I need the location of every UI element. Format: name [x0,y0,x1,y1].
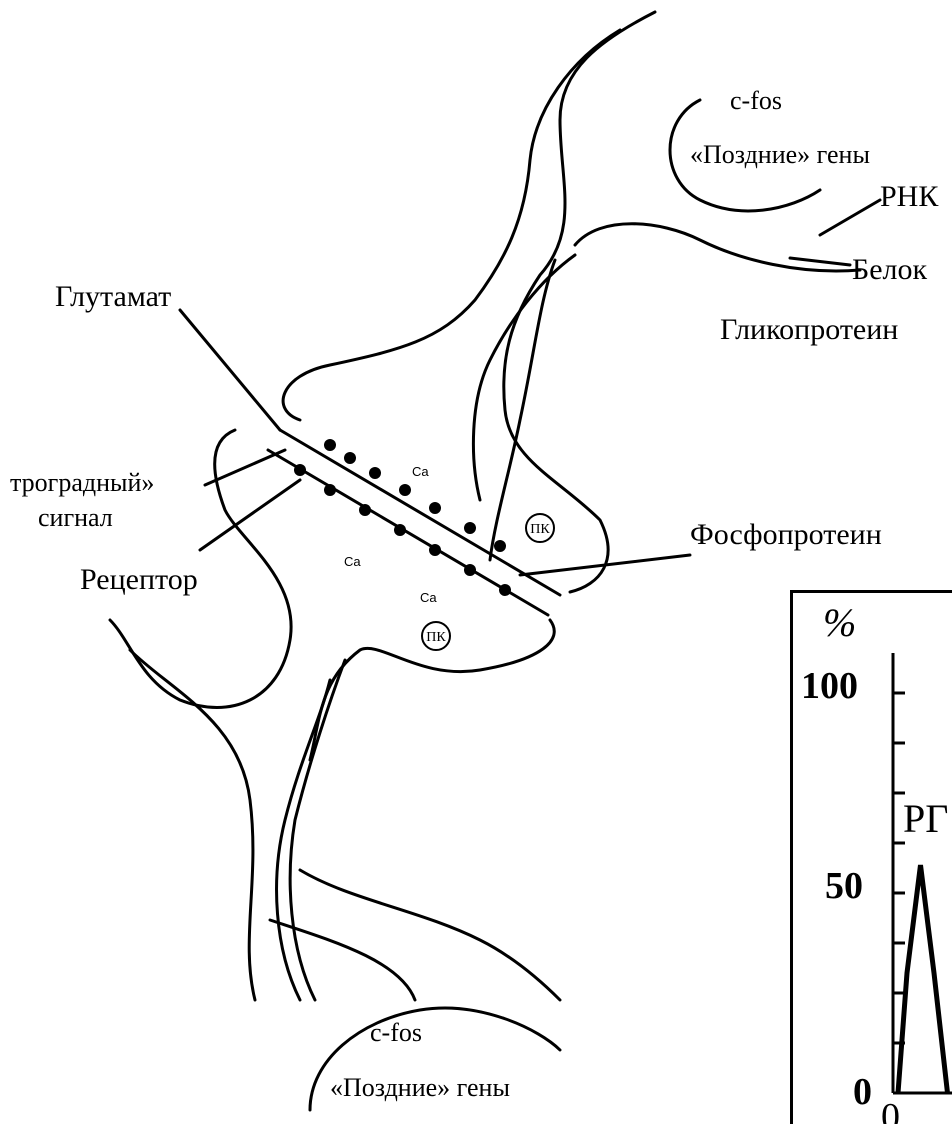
upper-neuron-outer-left [283,30,620,420]
phosphoprotein-arrow [520,555,690,575]
y-unit-label: % [823,603,856,643]
y-tick-50: 50 [825,867,863,905]
inset-chart: % 100 50 0 0 РГ [790,590,952,1124]
cfos-top-label: c-fos [730,88,782,114]
ca-label-2: Ca [344,554,361,569]
glutamate-arrow [180,310,280,430]
y-tick-100: 100 [801,667,858,705]
membrane-upper [280,430,560,595]
lower-neuron-outer-left [130,650,255,1000]
protein-arrow [790,258,850,265]
cfos-bottom-label: c-fos [370,1020,422,1046]
rna-arrow [820,200,880,235]
receptor-arrow [200,480,300,550]
glycoprotein-label: Гликопротеин [720,315,898,345]
lower-neuron-outer-right [300,870,560,1000]
retrograde-arrow [205,450,285,485]
upper-neuron-axon-right [575,224,860,271]
glutamate-label: Глутамат [55,282,171,312]
retrograde-label-line1: троградный» [10,470,154,496]
ca-label-1: Ca [412,464,429,479]
late-genes-bottom-label: «Поздние» гены [330,1075,510,1101]
protein-label: Белок [852,255,927,285]
series-rg-line [898,865,948,1093]
nucleus-bottom-arrow [270,920,415,1000]
phosphoprotein-label: Фосфопротеин [690,520,882,550]
y-tick-0: 0 [853,1073,872,1111]
ca-label-3: Ca [420,590,437,605]
rna-label: РНК [880,182,938,212]
lower-neuron-line-b [290,660,345,1000]
x-tick-0: 0 [881,1098,900,1124]
late-genes-top-label: «Поздние» гены [690,142,870,168]
upper-neuron-inner [473,255,575,500]
pk-label-lower: ПК [426,630,446,645]
peak-label-rg: РГ [903,799,948,839]
retrograde-label-line2: сигнал [38,505,113,531]
pk-label-upper: ПК [530,522,550,537]
receptor-label: Рецептор [80,565,198,595]
